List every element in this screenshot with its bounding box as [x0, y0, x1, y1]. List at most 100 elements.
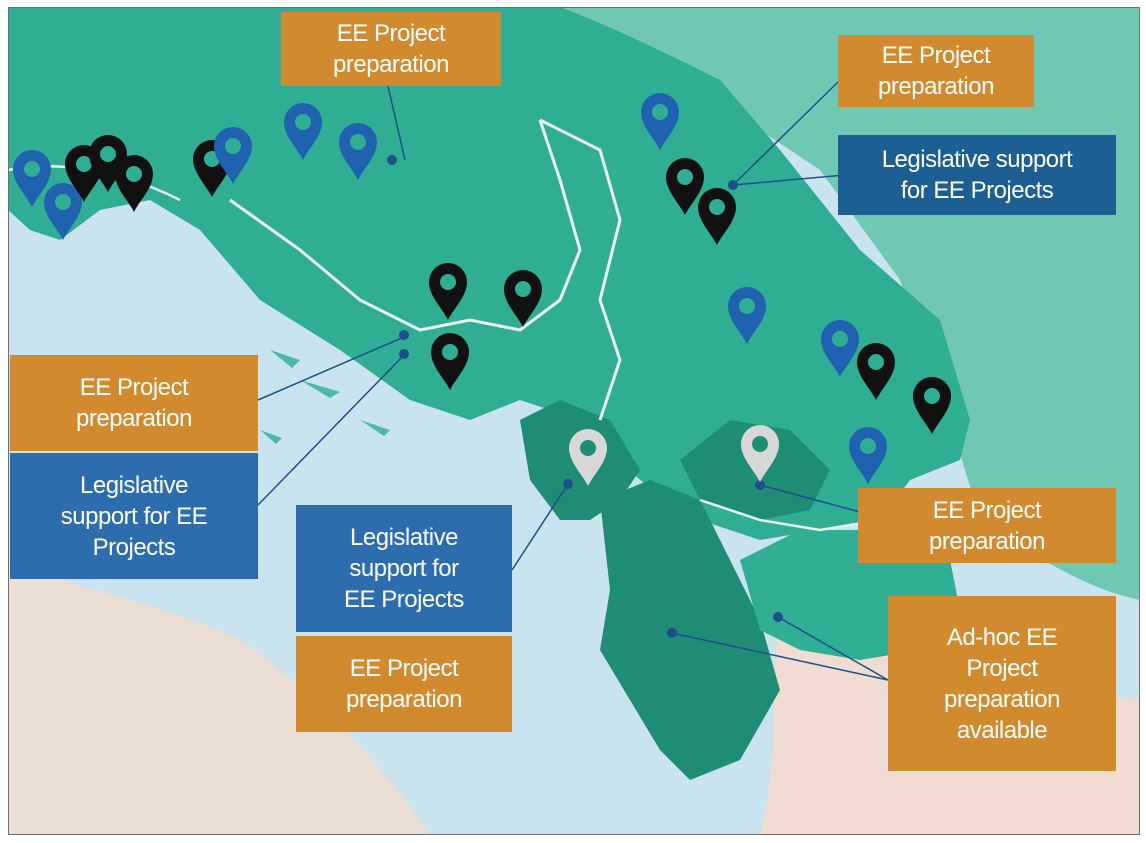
pin-dot	[924, 388, 940, 404]
label-top-right-orange: EE Project preparation	[838, 35, 1034, 107]
pin-body	[115, 155, 153, 212]
label-left-orange: EE Project preparation	[10, 355, 258, 451]
pin-body	[569, 429, 607, 486]
map-pin-icon[interactable]	[666, 158, 704, 215]
pin-dot	[739, 298, 755, 314]
map-pin-icon[interactable]	[569, 429, 607, 486]
label-top-right-blue: Legislative support for EE Projects	[838, 135, 1116, 215]
pin-body	[821, 320, 859, 377]
pin-dot	[652, 104, 668, 120]
label-left-blue: Legislative support for EE Projects	[10, 453, 258, 579]
pin-body	[698, 188, 736, 245]
label-center-blue: Legislative support for EE Projects	[296, 505, 512, 632]
pin-body	[429, 263, 467, 320]
label-text: EE Project preparation	[929, 496, 1045, 555]
pin-body	[666, 158, 704, 215]
pin-dot	[440, 274, 456, 290]
label-text: EE Project preparation	[346, 655, 462, 713]
map-pin-icon[interactable]	[339, 123, 377, 180]
region-albania	[600, 480, 780, 780]
map-pin-icon[interactable]	[284, 103, 322, 160]
pin-dot	[295, 114, 311, 130]
pin-body	[284, 103, 322, 160]
pin-dot	[860, 438, 876, 454]
label-text: Legislative support for EE Projects	[881, 146, 1073, 204]
pin-body	[44, 183, 82, 240]
map-pin-icon[interactable]	[698, 188, 736, 245]
pin-dot	[350, 134, 366, 150]
map-pin-icon[interactable]	[913, 377, 951, 434]
map-pin-icon[interactable]	[741, 425, 779, 482]
border-kosovo	[699, 498, 881, 532]
leader-line	[257, 336, 405, 401]
pin-dot	[100, 146, 116, 162]
label-text: EE Project preparation	[333, 20, 449, 78]
map-pin-icon[interactable]	[89, 135, 127, 192]
map-pin-icon[interactable]	[431, 333, 469, 390]
map-pin-icon[interactable]	[504, 270, 542, 327]
pin-dot	[76, 156, 92, 172]
pin-dot	[225, 138, 241, 154]
leader-line	[671, 632, 889, 681]
pins-layer	[13, 93, 951, 486]
leader-line	[732, 79, 841, 186]
map-pin-icon[interactable]	[857, 343, 895, 400]
border-serbia-west	[539, 118, 622, 421]
leader-line	[777, 616, 889, 681]
pin-body	[13, 150, 51, 207]
label-top-center: EE Project preparation	[281, 12, 501, 86]
leader-line	[759, 484, 861, 513]
pin-dot	[24, 161, 40, 177]
leader-line	[257, 354, 405, 506]
map-pin-icon[interactable]	[214, 127, 252, 184]
pin-dot	[580, 440, 596, 456]
label-text: Legislative support for EE Projects	[344, 524, 464, 613]
pin-body	[504, 270, 542, 327]
label-center-orange: EE Project preparation	[296, 636, 512, 732]
anchor-dot	[755, 480, 765, 490]
anchor-dot	[773, 612, 783, 622]
map-pin-icon[interactable]	[821, 320, 859, 377]
map-pin-icon[interactable]	[13, 150, 51, 207]
pin-body	[431, 333, 469, 390]
anchor-dots	[387, 155, 783, 638]
pin-dot	[832, 331, 848, 347]
pin-dot	[442, 344, 458, 360]
anchor-dot	[563, 479, 573, 489]
label-text: Legislative support for EE Projects	[60, 471, 208, 561]
map-pin-icon[interactable]	[849, 427, 887, 484]
map-pin-icon[interactable]	[115, 155, 153, 212]
label-text: EE Project preparation	[878, 42, 994, 100]
pin-dot	[677, 169, 693, 185]
map-pin-icon[interactable]	[429, 263, 467, 320]
pin-body	[913, 377, 951, 434]
label-right-middle-orange: EE Project preparation	[858, 488, 1116, 563]
leader-line	[387, 85, 406, 161]
leader-lines	[257, 79, 889, 681]
pin-body	[641, 93, 679, 150]
pin-dot	[709, 199, 725, 215]
border-bih	[229, 119, 582, 332]
pin-body	[214, 127, 252, 184]
map-pin-icon[interactable]	[641, 93, 679, 150]
pin-dot	[126, 166, 142, 182]
anchor-dot	[399, 349, 409, 359]
leader-line	[732, 174, 846, 186]
pin-body	[849, 427, 887, 484]
anchor-dot	[667, 628, 677, 638]
label-bottom-right-orange: Ad-hoc EE Project preparation available	[888, 596, 1116, 771]
map-pin-icon[interactable]	[44, 183, 82, 240]
label-text: EE Project preparation	[76, 374, 192, 432]
leader-line	[511, 483, 569, 571]
pin-body	[728, 287, 766, 344]
pin-body	[857, 343, 895, 400]
pin-dot	[752, 436, 768, 452]
anchor-dot	[387, 155, 397, 165]
pin-dot	[868, 354, 884, 370]
label-text: Ad-hoc EE Project preparation available	[944, 623, 1060, 744]
map-pin-icon[interactable]	[728, 287, 766, 344]
pin-dot	[55, 194, 71, 210]
anchor-dot	[728, 180, 738, 190]
pin-body	[339, 123, 377, 180]
